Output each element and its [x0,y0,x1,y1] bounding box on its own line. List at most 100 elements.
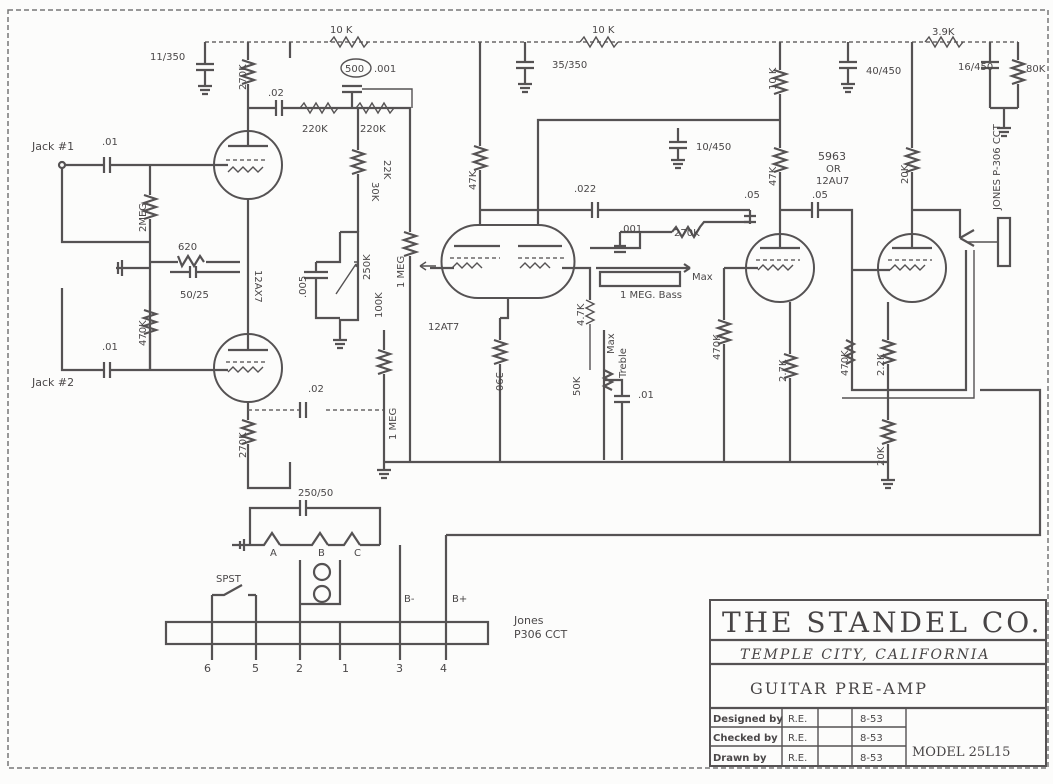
connector-label-1: Jones [513,614,544,627]
c-001-b-label: .001 [620,224,642,235]
c-500-label: 500 [345,64,364,75]
heater-network [232,388,1042,622]
r-2-2k-label: 2.2K [876,353,887,376]
tube-v2-label: 12AT7 [428,322,459,333]
title-location: TEMPLE CITY, CALIFORNIA [740,647,990,663]
pot-1meg-b-label: 1 MEG [388,408,399,440]
pot-50k-label: 50K [572,376,583,396]
drawn-label: Drawn by [713,753,767,764]
r-3-9k-label: 3.9K [932,27,955,38]
c-10-450-label: 10/450 [696,142,731,153]
r-80k-label: 80K [1026,64,1046,75]
r-2meg-label: 2MEG [138,203,149,232]
r-10k-top1-label: 10 K [330,25,353,36]
c-01-in2-label: .01 [102,342,118,353]
checked-date: 8-53 [860,733,883,744]
r-20k-b-label: 20K [876,446,887,466]
tube-v1-bottom [213,333,283,403]
b-minus-label: B- [404,594,415,605]
pin-6: 6 [204,662,211,675]
title-company: THE STANDEL CO. [722,606,1043,639]
r-390-label: 390 [493,372,504,391]
tube-v2 [440,224,576,299]
title-block [709,599,1047,767]
pot-1meg-a-label: 1 MEG [396,256,407,288]
max-bass-label: Max [692,272,713,283]
pin-5: 5 [252,662,259,675]
r-20k-a-label: 20K [900,164,911,184]
heater-b-label: B [318,548,325,559]
page-border [7,9,1049,769]
jack2-label: Jack #2 [31,376,74,389]
jones-connector [164,584,490,660]
heater-a-label: A [270,548,277,559]
title-model: MODEL 25L15 [912,745,1010,760]
c-01-b-label: .01 [638,390,654,401]
r-4-7k-label: 4.7K [576,303,587,326]
max-treble-label: Max [606,333,617,354]
r-22k-label: 22K [381,160,392,180]
r-30k-label: 30K [369,182,380,202]
pin-1: 1 [342,662,349,675]
r-270k-c-label: 270K [238,432,249,458]
r-220k-b-label: 220K [360,124,386,135]
drawn-by: R.E. [788,753,807,764]
tube-v3-line2: OR [826,164,841,175]
r-270k-b-label: 270K [674,228,700,239]
c-02-b-label: .02 [308,384,324,395]
c-500-circle [340,58,372,78]
output-jack-label: JONES P-306 CCT [992,123,1003,211]
r-47k-b-label: 47K [768,166,779,186]
c-05-b-label: .05 [812,190,828,201]
r-470k-b-label: 470K [712,334,723,360]
ground-bus [377,460,888,480]
pin-4: 4 [440,662,447,675]
v1-tone-network [304,108,436,462]
b-plus-label: B+ [452,594,467,605]
tube-v1-label: 12AX7 [252,270,263,303]
c-01-in-label: .01 [102,137,118,148]
r-470k-a-label: 470K [138,320,149,346]
r-47k-a-label: 47K [468,170,479,190]
title-product: GUITAR PRE-AMP [750,679,928,698]
r-100k-label: 100K [374,292,385,318]
r-220k-a-label: 220K [302,124,328,135]
tube-v3-right [877,233,947,303]
r-10k-top2-label: 10 K [592,25,615,36]
treble-label: Treble [618,348,629,379]
c-11-350-label: 11/350 [150,52,185,63]
c-16-450-label: 16/450 [958,62,993,73]
heater-c-label: C [354,548,361,559]
v2-wiring [430,42,780,462]
r-2-7k-label: 2.7K [778,359,789,382]
checked-by: R.E. [788,733,807,744]
r-620-label: 620 [178,242,197,253]
switch-label: SPST [216,574,242,585]
pin-3: 3 [396,662,403,675]
c-005-label: .005 [298,276,309,298]
pot-250k-label: 250K [362,254,373,280]
r-270k-a-label: 270K [238,64,249,90]
designed-by: R.E. [788,714,807,725]
designed-date: 8-53 [860,714,883,725]
tube-v3-line1: 5963 [818,150,846,163]
pot-1meg-bass-label: 1 MEG. Bass [620,290,682,301]
v3-wiring [714,42,1012,490]
tube-v3-line3: 12AU7 [816,176,849,187]
b-plus-rail [205,35,1018,58]
connector-label-2: P306 CCT [514,628,567,641]
designed-label: Designed by [713,714,783,725]
v1-wiring [238,42,413,490]
c-05-a-label: .05 [744,190,760,201]
jack1-label: Jack #1 [31,140,74,153]
c-022-label: .022 [574,184,596,195]
c-50-25-label: 50/25 [180,290,209,301]
c-35-350-label: 35/350 [552,60,587,71]
filter-capacitors [196,42,1028,170]
r-10k-v-label: 10 K [768,67,779,90]
c-250-50-label: 250/50 [298,488,333,499]
checked-label: Checked by [713,733,778,744]
drawn-date: 8-53 [860,753,883,764]
c-40-450-label: 40/450 [866,66,901,77]
